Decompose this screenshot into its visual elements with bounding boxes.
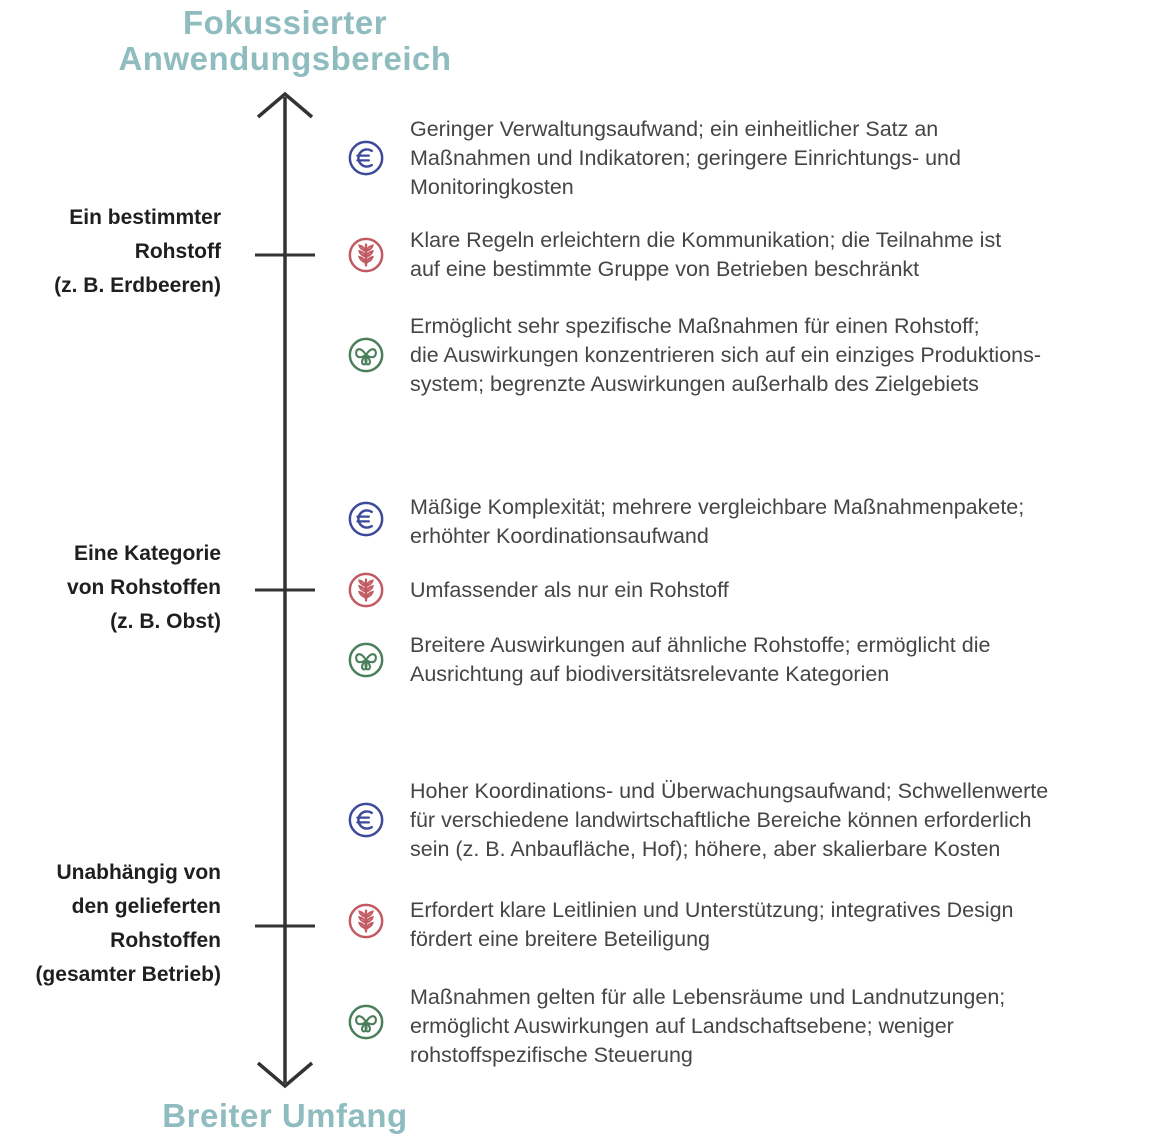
top-title-line-2: Anwendungsbereich bbox=[118, 40, 452, 77]
item-text: Breitere Auswirkungen auf ähnliche Rohst… bbox=[410, 631, 1140, 689]
item-line: erhöhter Koordinationsaufwand bbox=[410, 524, 709, 548]
leaf-icon bbox=[348, 642, 384, 678]
level-label-commodity-category: Eine Kategorie von Rohstoffen (z. B. Obs… bbox=[0, 537, 221, 639]
item-line: system; begrenzte Auswirkungen außerhalb… bbox=[410, 372, 979, 396]
item-line: für verschiedene landwirtschaftliche Ber… bbox=[410, 808, 1032, 832]
item-line: Geringer Verwaltungsaufwand; ein einheit… bbox=[410, 117, 939, 141]
level-label-line: (z. B. Erdbeeren) bbox=[54, 274, 221, 297]
top-title: Fokussierter Anwendungsbereich bbox=[0, 5, 570, 77]
level-label-line: Rohstoffen bbox=[110, 929, 221, 952]
item-line: Klare Regeln erleichtern die Kommunikati… bbox=[410, 228, 1002, 252]
item-line: Ermöglicht sehr spezifische Maßnahmen fü… bbox=[410, 314, 980, 338]
item-line: Umfassender als nur ein Rohstoff bbox=[410, 578, 729, 602]
item-text: Klare Regeln erleichtern die Kommunikati… bbox=[410, 226, 1140, 284]
item-line: Mäßige Komplexität; mehrere vergleichbar… bbox=[410, 495, 1025, 519]
level-label-line: Unabhängig von bbox=[56, 861, 222, 884]
axis-arrow-bottom bbox=[256, 1061, 314, 1089]
level-label-whole-farm: Unabhängig von den gelieferten Rohstoffe… bbox=[0, 856, 221, 992]
level-label-line: von Rohstoffen bbox=[67, 576, 221, 599]
item-line: die Auswirkungen konzentrieren sich auf … bbox=[410, 343, 1042, 367]
item-line: rohstoffspezifische Steuerung bbox=[410, 1043, 693, 1067]
grain-icon bbox=[348, 237, 384, 273]
item-line: sein (z. B. Anbaufläche, Hof); höhere, a… bbox=[410, 837, 1001, 861]
axis-arrow-top bbox=[256, 91, 314, 119]
item-line: fördert eine breitere Beteiligung bbox=[410, 927, 710, 951]
euro-icon bbox=[348, 501, 384, 537]
euro-icon bbox=[348, 802, 384, 838]
item-text: Geringer Verwaltungsaufwand; ein einheit… bbox=[410, 115, 1140, 202]
leaf-icon bbox=[348, 1004, 384, 1040]
level-label-single-commodity: Ein bestimmter Rohstoff (z. B. Erdbeeren… bbox=[0, 201, 221, 303]
item-text: Maßnahmen gelten für alle Lebensräume un… bbox=[410, 983, 1140, 1070]
grain-icon bbox=[348, 572, 384, 608]
top-title-line-1: Fokussierter bbox=[182, 4, 388, 41]
item-line: Maßnahmen gelten für alle Lebensräume un… bbox=[410, 985, 1006, 1009]
level-label-line: (gesamter Betrieb) bbox=[35, 963, 221, 986]
leaf-icon bbox=[348, 337, 384, 373]
item-line: Erfordert klare Leitlinien und Unterstüt… bbox=[410, 898, 1014, 922]
item-text: Mäßige Komplexität; mehrere vergleichbar… bbox=[410, 493, 1140, 551]
level-label-line: Rohstoff bbox=[134, 240, 221, 263]
item-text: Ermöglicht sehr spezifische Maßnahmen fü… bbox=[410, 312, 1140, 399]
item-text: Hoher Koordinations- und Überwachungsauf… bbox=[410, 777, 1140, 864]
level-label-line: (z. B. Obst) bbox=[110, 610, 221, 633]
level-label-line: den gelieferten bbox=[71, 895, 221, 918]
item-line: Maßnahmen und Indikatoren; geringere Ein… bbox=[410, 146, 961, 170]
item-line: Ausrichtung auf biodiversitätsrelevante … bbox=[410, 662, 890, 686]
level-label-line: Ein bestimmter bbox=[69, 206, 221, 229]
item-line: ermöglicht Auswirkungen auf Landschaftse… bbox=[410, 1014, 954, 1038]
level-label-line: Eine Kategorie bbox=[73, 542, 221, 565]
item-line: auf eine bestimmte Gruppe von Betrieben … bbox=[410, 257, 920, 281]
item-text: Erfordert klare Leitlinien und Unterstüt… bbox=[410, 896, 1140, 954]
item-line: Hoher Koordinations- und Überwachungsauf… bbox=[410, 779, 1049, 803]
item-text: Umfassender als nur ein Rohstoff bbox=[410, 576, 1140, 605]
item-line: Breitere Auswirkungen auf ähnliche Rohst… bbox=[410, 633, 991, 657]
item-line: Monitoringkosten bbox=[410, 175, 574, 199]
euro-icon bbox=[348, 140, 384, 176]
bottom-title: Breiter Umfang bbox=[162, 1097, 408, 1134]
grain-icon bbox=[348, 903, 384, 939]
